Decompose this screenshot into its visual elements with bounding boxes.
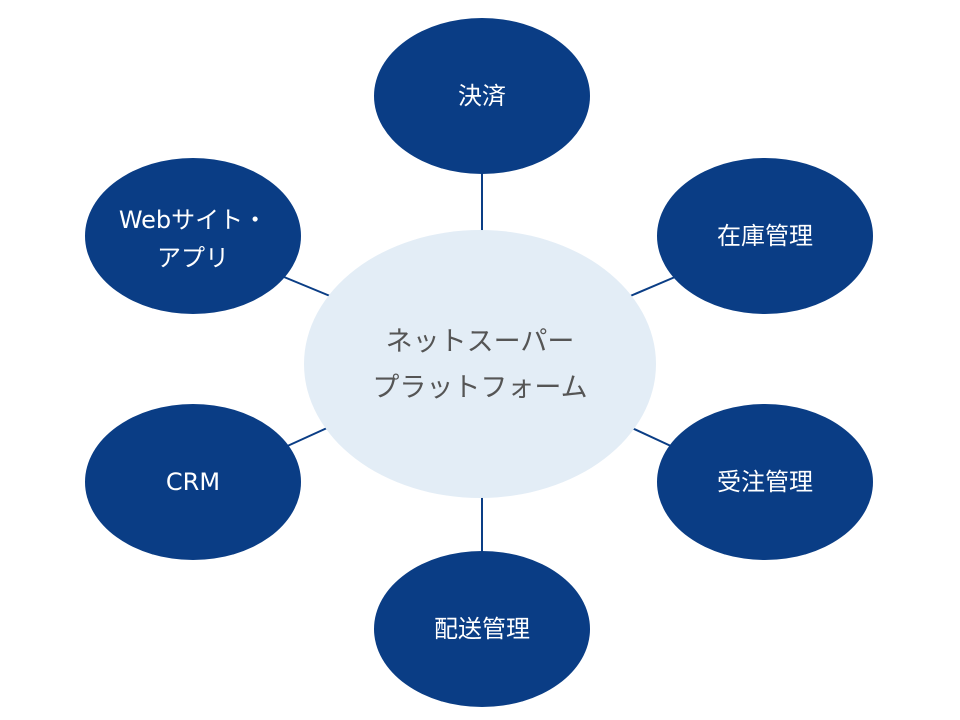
node-orders-ellipse bbox=[657, 404, 873, 560]
node-web-label-line1: Webサイト・ bbox=[119, 206, 267, 234]
node-delivery: 配送管理 bbox=[374, 551, 590, 707]
node-crm-ellipse bbox=[85, 404, 301, 560]
center-label-line2: プラットフォーム bbox=[372, 373, 587, 404]
node-inventory-label: 在庫管理 bbox=[717, 222, 813, 250]
node-web-label-line2: アプリ bbox=[157, 244, 229, 272]
node-crm-label: CRM bbox=[166, 468, 220, 496]
node-payment-ellipse bbox=[374, 18, 590, 174]
node-crm: CRM bbox=[85, 404, 301, 560]
node-delivery-ellipse bbox=[374, 551, 590, 707]
connector-orders bbox=[631, 427, 674, 448]
connector-crm bbox=[282, 427, 328, 449]
node-inventory-ellipse bbox=[657, 158, 873, 314]
node-payment: 決済 bbox=[374, 18, 590, 174]
connector-web bbox=[283, 276, 331, 297]
center-ellipse bbox=[304, 230, 656, 498]
node-orders-label: 受注管理 bbox=[717, 468, 813, 496]
center-node: ネットスーパー プラットフォーム bbox=[304, 230, 656, 498]
node-web-ellipse bbox=[85, 158, 301, 314]
node-payment-label: 決済 bbox=[458, 82, 506, 110]
node-inventory: 在庫管理 bbox=[657, 158, 873, 314]
node-delivery-label: 配送管理 bbox=[434, 615, 530, 643]
connector-inventory bbox=[627, 276, 676, 298]
node-orders: 受注管理 bbox=[657, 404, 873, 560]
center-label-line1: ネットスーパー bbox=[386, 327, 575, 358]
connectors bbox=[282, 172, 676, 553]
node-web: Webサイト・ アプリ bbox=[85, 158, 301, 314]
